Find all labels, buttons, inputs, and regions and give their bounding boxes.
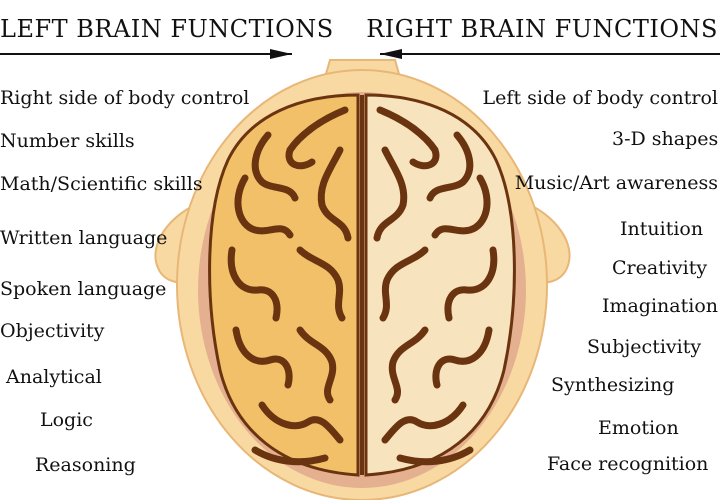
right-function-label: Synthesizing [551, 374, 675, 396]
left-function-label: Written language [0, 227, 168, 249]
left-title-underline [0, 49, 292, 59]
left-function-label: Analytical [6, 366, 102, 388]
right-brain-title: RIGHT BRAIN FUNCTIONS [366, 15, 718, 43]
left-function-label: Right side of body control [0, 87, 250, 109]
right-function-label: Face recognition [547, 453, 709, 475]
right-title-underline [380, 49, 720, 59]
right-function-label: Left side of body control [482, 87, 718, 109]
right-function-label: Intuition [620, 218, 704, 240]
right-function-label: Imagination [601, 295, 718, 317]
left-brain-title: LEFT BRAIN FUNCTIONS [0, 15, 334, 43]
left-function-label: Math/Scientific skills [0, 173, 203, 195]
left-function-label: Logic [40, 409, 93, 431]
right-function-label: Emotion [598, 417, 679, 439]
right-function-label: Subjectivity [587, 336, 702, 358]
left-function-label: Objectivity [0, 320, 105, 342]
right-function-label: 3-D shapes [612, 128, 719, 150]
right-gyri [373, 106, 498, 466]
right-function-label: Creativity [612, 257, 708, 279]
left-function-label: Reasoning [35, 454, 136, 476]
left-function-label: Number skills [0, 130, 135, 152]
left-function-label: Spoken language [0, 278, 167, 300]
left-gyri [227, 106, 352, 466]
right-function-label: Music/Art awareness [514, 172, 718, 194]
